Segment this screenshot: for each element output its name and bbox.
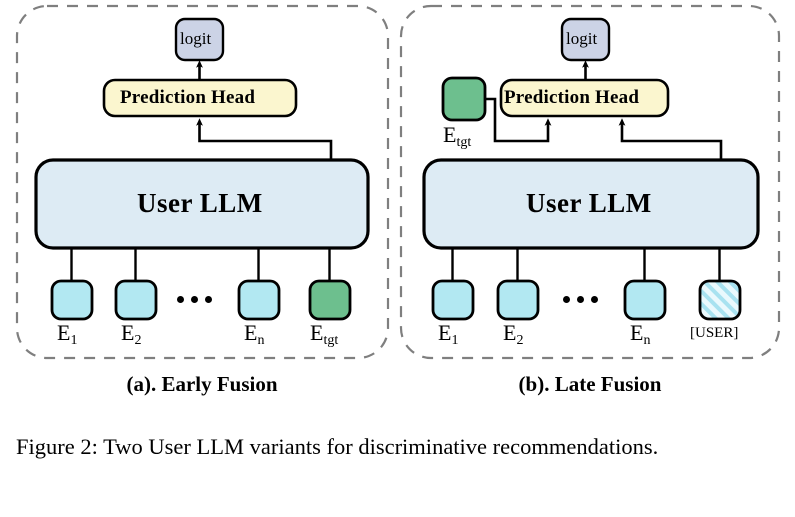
prediction-head-label-b: Prediction Head bbox=[504, 87, 640, 108]
embedding-label-b-2-base: E bbox=[503, 320, 517, 345]
logit-box-a bbox=[174, 17, 225, 62]
embedding-box-a-2 bbox=[114, 279, 158, 321]
embedding-label-b-n-sub: n bbox=[643, 333, 651, 348]
user-llm-box-a bbox=[34, 158, 370, 250]
logit-label-b: logit bbox=[566, 29, 598, 48]
ellipsis-a bbox=[177, 296, 212, 303]
embedding-label-b-2-sub: 2 bbox=[516, 333, 524, 348]
embedding-label-b-1-sub: 1 bbox=[451, 333, 459, 348]
target-embedding-label-a-sub: tgt bbox=[323, 333, 339, 348]
target-embedding-label-b-base: E bbox=[443, 122, 457, 147]
logit-label-a: logit bbox=[180, 29, 212, 48]
target-embedding-label-a-base: E bbox=[310, 320, 324, 345]
embedding-label-b-1: E1 bbox=[438, 320, 458, 348]
user-llm-label-b: User LLM bbox=[526, 188, 652, 218]
logit-box-b bbox=[560, 17, 611, 62]
embedding-box-b-n bbox=[623, 279, 667, 321]
embedding-label-a-2: E2 bbox=[121, 320, 141, 348]
embedding-label-b-n: En bbox=[630, 320, 650, 348]
panel-border-early-fusion bbox=[15, 4, 390, 360]
prediction-head-box-b bbox=[499, 78, 670, 118]
target-embedding-box-b bbox=[441, 76, 487, 122]
embedding-box-b-2 bbox=[496, 279, 540, 321]
target-embedding-box-a bbox=[308, 279, 352, 321]
user-token-label-b: [USER] bbox=[690, 325, 739, 341]
user-llm-label-a: User LLM bbox=[137, 188, 263, 218]
embedding-label-a-n-sub: n bbox=[257, 333, 265, 348]
embedding-label-a-1: E1 bbox=[57, 320, 77, 348]
diagram-canvas bbox=[15, 4, 781, 360]
embedding-label-b-1-base: E bbox=[438, 320, 452, 345]
user-llm-box-b bbox=[422, 158, 760, 250]
ellipsis-b bbox=[563, 296, 598, 303]
prediction-head-label-a: Prediction Head bbox=[120, 87, 256, 108]
embedding-label-a-n-base: E bbox=[244, 320, 258, 345]
embedding-label-b-n-base: E bbox=[630, 320, 644, 345]
user-token-box-b bbox=[698, 279, 742, 321]
embedding-box-a-1 bbox=[50, 279, 94, 321]
embedding-label-a-1-base: E bbox=[57, 320, 71, 345]
embedding-box-a-n bbox=[237, 279, 281, 321]
target-embedding-label-b-sub: tgt bbox=[456, 135, 472, 150]
embedding-label-a-2-sub: 2 bbox=[134, 333, 142, 348]
embedding-label-b-2: E2 bbox=[503, 320, 523, 348]
embedding-label-a-1-sub: 1 bbox=[70, 333, 78, 348]
target-embedding-label-b: Etgt bbox=[443, 122, 471, 150]
panel-caption-early-fusion: (a). Early Fusion bbox=[126, 372, 278, 396]
target-embedding-label-a: Etgt bbox=[310, 320, 338, 348]
embedding-label-a-2-base: E bbox=[121, 320, 135, 345]
prediction-head-box-a bbox=[102, 78, 298, 118]
embedding-label-a-n: En bbox=[244, 320, 264, 348]
panel-border-late-fusion bbox=[399, 4, 781, 360]
embedding-box-b-1 bbox=[431, 279, 475, 321]
panel-caption-late-fusion: (b). Late Fusion bbox=[518, 372, 662, 396]
figure-caption: Figure 2: Two User LLM variants for disc… bbox=[16, 434, 659, 459]
